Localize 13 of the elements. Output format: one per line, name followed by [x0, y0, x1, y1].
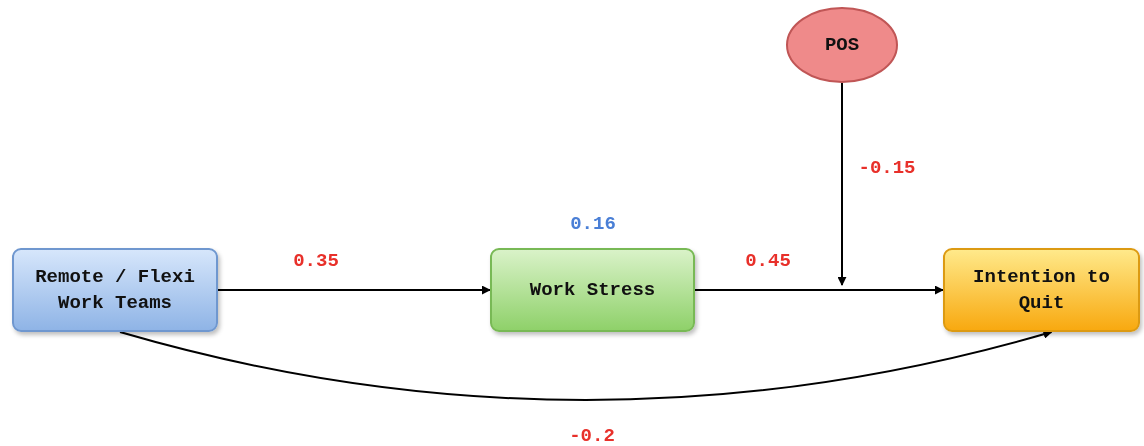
arrow	[837, 82, 847, 286]
node-label: POS	[823, 33, 861, 58]
node-label: Intention to Quit	[972, 265, 1111, 316]
arrow	[119, 329, 1053, 401]
ellipse-node	[786, 7, 898, 83]
arrow	[217, 285, 491, 295]
node-label: Work Stress	[528, 278, 657, 303]
coefficient-label: 0.16	[570, 213, 616, 235]
process-box	[12, 248, 218, 332]
node-label: Remote / Flexi Work Teams	[34, 265, 196, 316]
process-box	[943, 248, 1140, 332]
arrow	[694, 285, 944, 295]
process-box	[490, 248, 695, 332]
